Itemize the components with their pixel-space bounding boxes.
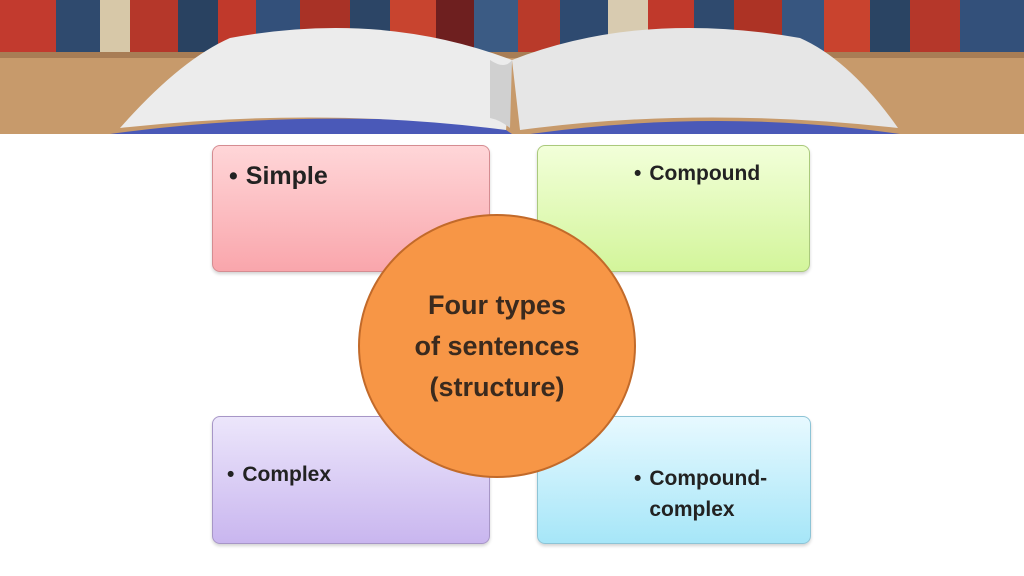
quadrant-compound-complex: • Compound-complex bbox=[537, 416, 811, 544]
quadrant-label: Compound bbox=[649, 162, 761, 185]
quadrant-label: Simple bbox=[245, 162, 328, 190]
quadrant-label: Complex bbox=[242, 463, 332, 486]
bullet-icon: • bbox=[634, 467, 642, 490]
center-circle: Four types of sentences (structure) bbox=[358, 214, 636, 478]
bullet-icon: • bbox=[634, 162, 642, 185]
bullet-icon: • bbox=[227, 463, 235, 486]
quadrant-label: Compound-complex bbox=[649, 467, 768, 521]
open-book-icon bbox=[0, 0, 1024, 134]
center-label: Four types of sentences (structure) bbox=[414, 289, 580, 402]
bullet-icon: • bbox=[229, 162, 238, 190]
header-book-image bbox=[0, 0, 1024, 134]
